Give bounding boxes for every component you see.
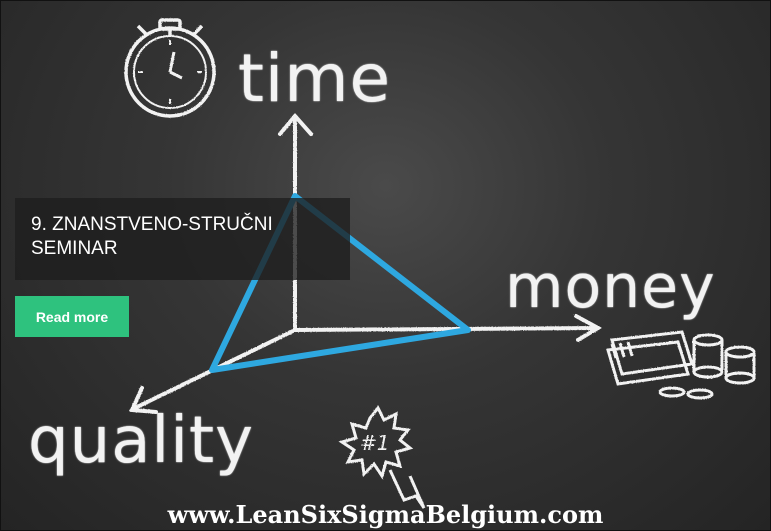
time-arrowhead [278, 112, 313, 136]
word-time: time [238, 40, 392, 117]
triangle [209, 193, 471, 373]
site-url-watermark: www.LeanSixSigmaBelgium.com [167, 500, 604, 529]
award-ribbon-icon: #1 [338, 405, 426, 509]
money-stack-icon [606, 330, 756, 400]
caption-title[interactable]: 9. ZNANSTVENO-STRUČNI SEMINAR [31, 214, 273, 259]
word-quality: quality [28, 404, 254, 478]
word-money: money [505, 252, 716, 322]
quality-arrowhead [129, 386, 158, 414]
caption-box: 9. ZNANSTVENO-STRUČNI SEMINAR [15, 198, 350, 280]
stopwatch-icon [124, 18, 216, 118]
award-badge-text: #1 [360, 431, 389, 455]
read-more-button[interactable]: Read more [15, 296, 129, 337]
money-arrowhead [574, 314, 603, 342]
money-axis [293, 326, 600, 332]
